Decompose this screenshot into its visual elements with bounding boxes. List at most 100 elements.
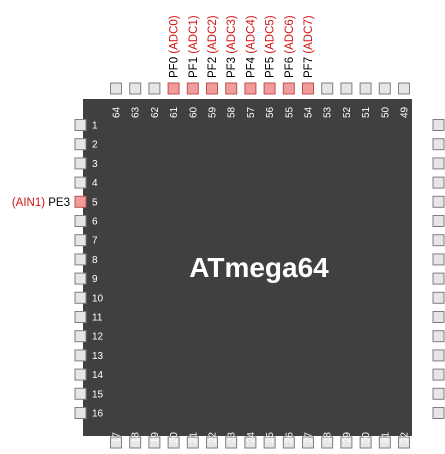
pin-5 xyxy=(74,195,87,208)
pin-number: 28 xyxy=(323,432,334,444)
port-name-label: PF5 xyxy=(265,54,277,78)
pin-number: 32 xyxy=(400,432,411,444)
pin-2 xyxy=(74,138,87,151)
pin-number: 20 xyxy=(169,432,180,444)
signal-label-pf1: PF1 (ADC1) xyxy=(188,15,200,78)
pin-number: 21 xyxy=(188,432,199,444)
pin-20 xyxy=(167,436,180,449)
signal-label-pf2: PF2 (ADC2) xyxy=(207,15,219,78)
pin-59 xyxy=(206,82,218,95)
pin-number: 25 xyxy=(265,432,276,444)
signal-label-pf0: PF0 (ADC0) xyxy=(169,15,181,78)
chip-name: ATmega64 xyxy=(189,252,329,283)
pin-29 xyxy=(340,436,353,449)
pin-17 xyxy=(110,436,122,449)
pin-number: 27 xyxy=(304,432,315,444)
pin-31 xyxy=(378,436,391,449)
pin-number: 55 xyxy=(284,106,295,118)
pin-13 xyxy=(74,349,87,362)
pin-number: 47 xyxy=(415,140,427,151)
port-name-label: PF7 xyxy=(303,54,315,78)
pin-34 xyxy=(432,387,445,400)
pin-number: 48 xyxy=(415,121,427,132)
alt-function-label: (ADC7) xyxy=(303,15,315,54)
pin-50 xyxy=(378,82,391,95)
port-name-label: PE3 xyxy=(45,197,70,209)
pin-46 xyxy=(432,157,445,170)
pin-56 xyxy=(263,82,276,95)
pin-number: 6 xyxy=(92,217,98,228)
pin-number: 49 xyxy=(400,106,411,118)
pin-number: 7 xyxy=(92,236,98,247)
signal-label-pe3: (AIN1) PE3 xyxy=(12,197,70,209)
pin-51 xyxy=(359,82,372,95)
pin-number: 58 xyxy=(227,106,238,118)
pin-number: 15 xyxy=(92,389,104,400)
pin-52 xyxy=(340,82,353,95)
alt-function-label: (ADC1) xyxy=(188,15,200,54)
pin-number: 64 xyxy=(112,106,123,118)
pin-number: 60 xyxy=(188,106,199,118)
signal-label-pf6: PF6 (ADC6) xyxy=(284,15,296,78)
pin-35 xyxy=(432,368,445,381)
pin-22 xyxy=(206,436,218,449)
pin-number: 5 xyxy=(92,197,98,208)
pin-number: 14 xyxy=(92,370,104,381)
pin-10 xyxy=(74,291,87,304)
alt-function-label: (ADC2) xyxy=(207,15,219,54)
pin-16 xyxy=(74,407,87,419)
pin-number: 35 xyxy=(415,370,427,381)
pin-25 xyxy=(263,436,276,449)
pin-42 xyxy=(432,234,445,247)
pin-11 xyxy=(74,311,87,323)
alt-function-label: (AIN1) xyxy=(12,197,45,209)
alt-function-label: (ADC4) xyxy=(245,15,257,54)
signal-label-pf4: PF4 (ADC4) xyxy=(245,15,257,78)
pin-number: 13 xyxy=(92,351,104,362)
pin-55 xyxy=(282,82,295,95)
pin-number: 52 xyxy=(342,106,353,118)
pin-number: 59 xyxy=(208,106,219,118)
pin-44 xyxy=(432,195,445,208)
port-name-label: PF1 xyxy=(188,54,200,78)
pin-number: 17 xyxy=(112,432,123,444)
pin-64 xyxy=(110,82,122,95)
pin-8 xyxy=(74,253,87,266)
pin-24 xyxy=(244,436,257,449)
pin-23 xyxy=(225,436,238,449)
pin-9 xyxy=(74,272,87,285)
pin-54 xyxy=(302,82,314,95)
pin-number: 29 xyxy=(342,432,353,444)
pin-number: 45 xyxy=(415,178,427,189)
pin-number: 10 xyxy=(92,293,104,304)
pin-number: 4 xyxy=(92,178,98,189)
pins-layer: 1234567891011121314151648474645444342414… xyxy=(74,82,445,449)
alt-function-label: (ADC6) xyxy=(284,15,296,54)
pin-27 xyxy=(302,436,314,449)
pin-36 xyxy=(432,349,445,362)
pin-53 xyxy=(321,82,334,95)
pin-4 xyxy=(74,176,87,189)
pin-number: 50 xyxy=(380,106,391,118)
signal-label-pf3: PF3 (ADC3) xyxy=(226,15,238,78)
pin-number: 18 xyxy=(131,432,142,444)
pin-number: 22 xyxy=(208,432,219,444)
chip-body xyxy=(83,99,412,436)
pin-38 xyxy=(432,311,445,323)
pin-41 xyxy=(432,253,445,266)
signal-label-pf7: PF7 (ADC7) xyxy=(303,15,315,78)
pin-21 xyxy=(186,436,199,449)
pin-number: 26 xyxy=(284,432,295,444)
pin-number: 43 xyxy=(415,217,427,228)
pin-39 xyxy=(432,291,445,304)
alt-function-label: (ADC5) xyxy=(265,15,277,54)
pin-number: 33 xyxy=(415,409,427,420)
pin-43 xyxy=(432,215,445,227)
pin-number: 30 xyxy=(361,432,372,444)
pin-3 xyxy=(74,157,87,170)
pin-number: 41 xyxy=(415,255,427,266)
pin-number: 31 xyxy=(380,432,391,444)
pin-number: 61 xyxy=(169,106,180,118)
pin-number: 9 xyxy=(92,274,98,285)
